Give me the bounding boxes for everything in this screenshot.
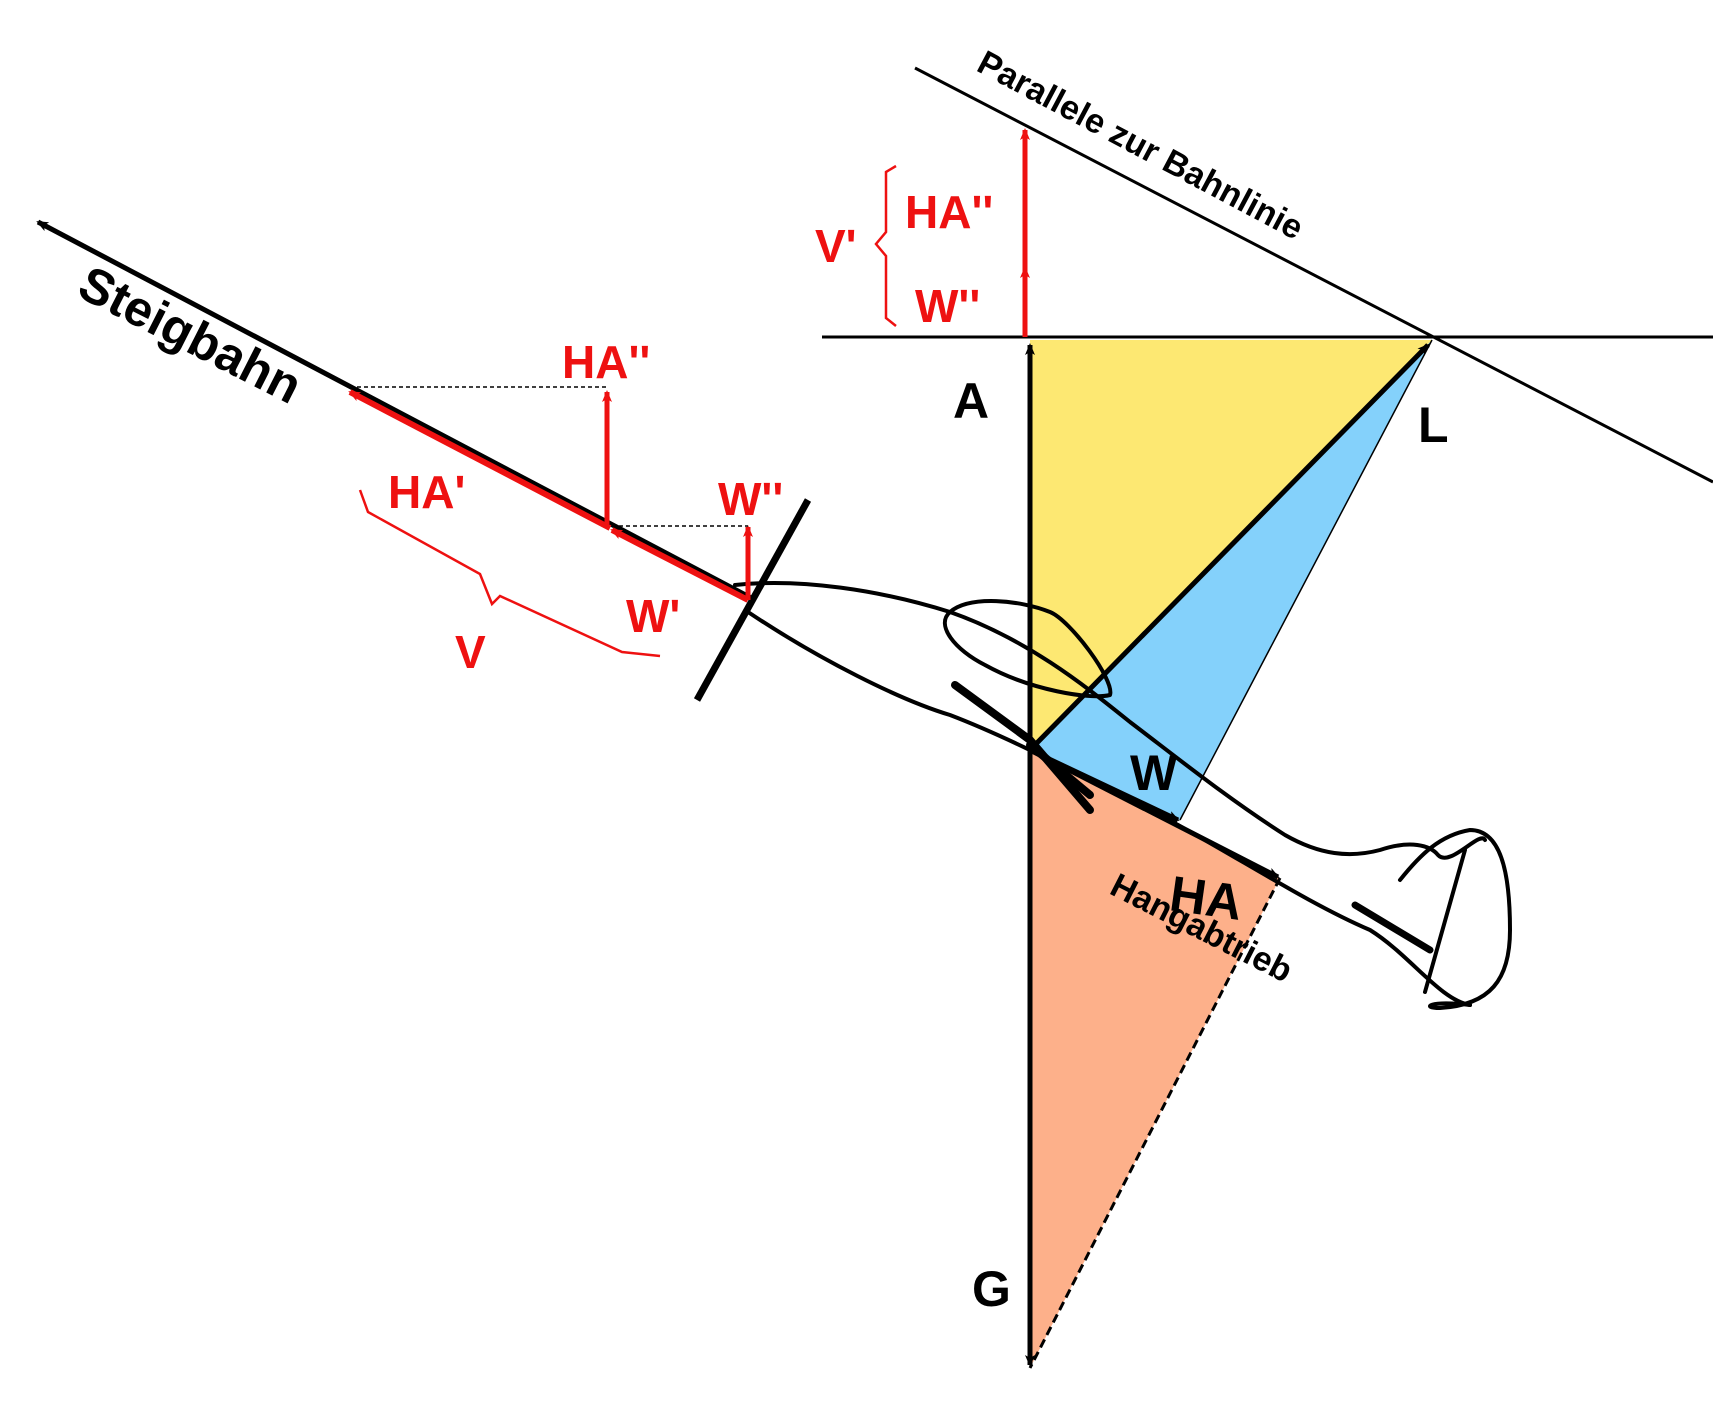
label-G: G — [972, 1261, 1011, 1317]
label-W-double-left: W'' — [718, 473, 783, 525]
label-W-double-right: W'' — [915, 280, 980, 332]
red-arrow-W-prime — [610, 527, 750, 603]
label-HA-double-right: HA'' — [905, 186, 993, 238]
tail-rudder-line — [1423, 848, 1467, 994]
elevator — [1351, 901, 1434, 954]
blue-edge — [1179, 339, 1433, 821]
resultant-arrow-L — [1028, 343, 1430, 752]
brace-V-right — [874, 164, 897, 327]
hangabtrieb-arrow-HA — [1028, 747, 1280, 880]
resultant-triangle — [1030, 340, 1432, 820]
label-HA-prime-left: HA' — [388, 466, 465, 518]
label-L: L — [1418, 397, 1449, 453]
label-W: W — [1130, 745, 1178, 801]
cockpit-canopy — [943, 599, 1113, 699]
label-A: A — [953, 373, 989, 429]
label-HA: HA — [1166, 865, 1245, 931]
brace-V-left — [358, 489, 661, 658]
label-V-prime-right: V' — [815, 220, 857, 272]
label-V-left: V — [455, 626, 486, 678]
label-parallele: Parallele zur Bahnlinie — [971, 44, 1309, 248]
steigbahn-arrow — [36, 219, 757, 603]
label-HA-double-left: HA'' — [562, 336, 650, 388]
tail-fin — [1398, 828, 1512, 1010]
red-arrow-HA-prime — [348, 389, 612, 531]
dashed-closing-line — [1028, 877, 1282, 1369]
propeller — [693, 498, 812, 702]
label-steigbahn: Steigbahn — [70, 255, 311, 415]
label-W-prime-left: W' — [626, 590, 680, 642]
parallel-line — [914, 66, 1713, 484]
weight-triangle — [1030, 750, 1280, 1368]
